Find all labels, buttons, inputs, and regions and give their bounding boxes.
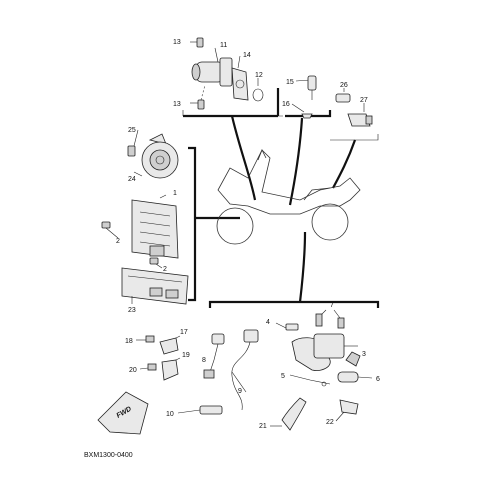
callout-8: 8	[202, 357, 206, 364]
callouts: 13 11 14 12 13 15 16 26 27 25 24 1 2 2 2…	[116, 39, 380, 430]
callout-26: 26	[340, 82, 348, 89]
callout-13-top: 13	[173, 39, 181, 46]
callout-16: 16	[282, 101, 290, 108]
diagram-code: BXM1300-0400	[84, 452, 133, 459]
part-7-bolts	[315, 309, 345, 329]
part-24-horn	[133, 133, 179, 179]
callout-27: 27	[360, 97, 368, 104]
callout-15: 15	[286, 79, 294, 86]
top-frame-thin	[182, 110, 379, 141]
part-6-plug-cap	[337, 371, 373, 383]
leader-bottom	[298, 231, 307, 303]
part-2-screw-left	[101, 221, 119, 239]
top-frame	[183, 88, 332, 118]
part-13-bolt-top	[190, 37, 204, 48]
part-3-ignition-coil	[291, 333, 361, 371]
part-2-screw-right	[149, 257, 163, 269]
callout-14: 14	[243, 52, 251, 59]
callout-20: 20	[129, 367, 137, 374]
callout-25: 25	[128, 127, 136, 134]
part-25-bolt	[127, 129, 139, 157]
part-26-cap	[335, 88, 351, 103]
part-19-bracket	[161, 357, 181, 381]
callout-7: 7	[330, 302, 334, 309]
part-5-lead	[289, 374, 331, 387]
callout-23: 23	[128, 307, 136, 314]
fwd-arrow-icon: FWD	[97, 391, 149, 435]
callout-4: 4	[266, 319, 270, 326]
leader-top-3	[332, 139, 357, 189]
part-15-sensor	[295, 75, 317, 100]
part-17-bracket	[159, 335, 181, 355]
callout-19: 19	[182, 352, 190, 359]
part-18-bolt	[136, 335, 155, 343]
callout-12: 12	[255, 72, 263, 79]
part-1-ecu	[131, 194, 179, 259]
leader-top-2	[288, 117, 304, 206]
leader-top-1	[230, 115, 257, 201]
callout-22: 22	[326, 419, 334, 426]
callout-9: 9	[238, 388, 242, 395]
part-9-harness	[231, 329, 259, 411]
part-22-sensor	[335, 399, 359, 422]
part-27-sensor	[347, 103, 373, 127]
part-8-connector	[203, 333, 225, 379]
part-12-o-ring	[252, 78, 264, 102]
callout-1: 1	[173, 190, 177, 197]
callout-13-bottom: 13	[173, 101, 181, 108]
part-21-bracket	[270, 397, 307, 431]
callout-5: 5	[281, 373, 285, 380]
part-20-bolt	[139, 363, 157, 371]
callout-3: 3	[362, 351, 366, 358]
callout-6: 6	[376, 376, 380, 383]
left-bracket	[188, 146, 197, 302]
motorcycle-silhouette	[216, 149, 361, 245]
callout-10: 10	[166, 411, 174, 418]
callout-21: 21	[259, 423, 267, 430]
part-14-gasket	[231, 55, 249, 101]
callout-17: 17	[180, 329, 188, 336]
part-4-probe	[275, 322, 299, 331]
bottom-bracket	[208, 300, 380, 308]
part-10-sensor	[177, 405, 223, 415]
part-16-clip	[291, 103, 313, 119]
part-13-bolt-bottom	[190, 84, 206, 110]
callout-2-left: 2	[116, 238, 120, 245]
callout-11: 11	[220, 42, 227, 49]
callout-18: 18	[125, 338, 133, 345]
callout-24: 24	[128, 176, 136, 183]
callout-2-right: 2	[163, 266, 167, 273]
part-11-valve	[191, 47, 233, 87]
part-23-cover	[121, 267, 189, 305]
